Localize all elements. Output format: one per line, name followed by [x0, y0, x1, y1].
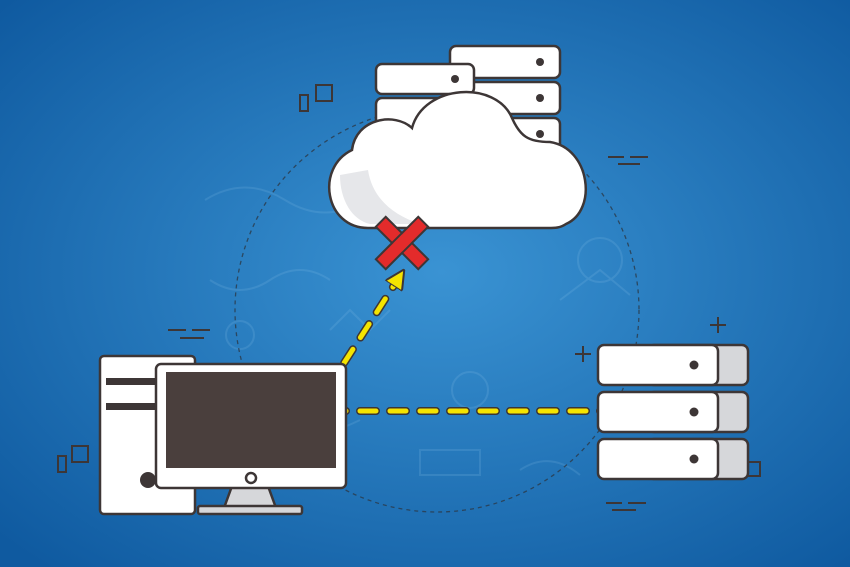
orbit-circle: [234, 107, 640, 513]
decorative-marks: [57, 84, 761, 511]
window-icon: [57, 445, 89, 473]
desktop-monitor-icon: [154, 362, 348, 516]
plus-icon: [710, 317, 726, 333]
local-servers-icon: [596, 343, 750, 481]
dash-mark-icon: [606, 502, 646, 511]
background-doodles: [204, 186, 631, 476]
dash-mark-icon: [168, 329, 210, 339]
red-x-icon: [374, 215, 430, 271]
plus-icon: [575, 346, 591, 362]
window-icon: [299, 84, 333, 112]
cloud-icon: [328, 90, 587, 230]
dash-mark-icon: [608, 156, 648, 165]
